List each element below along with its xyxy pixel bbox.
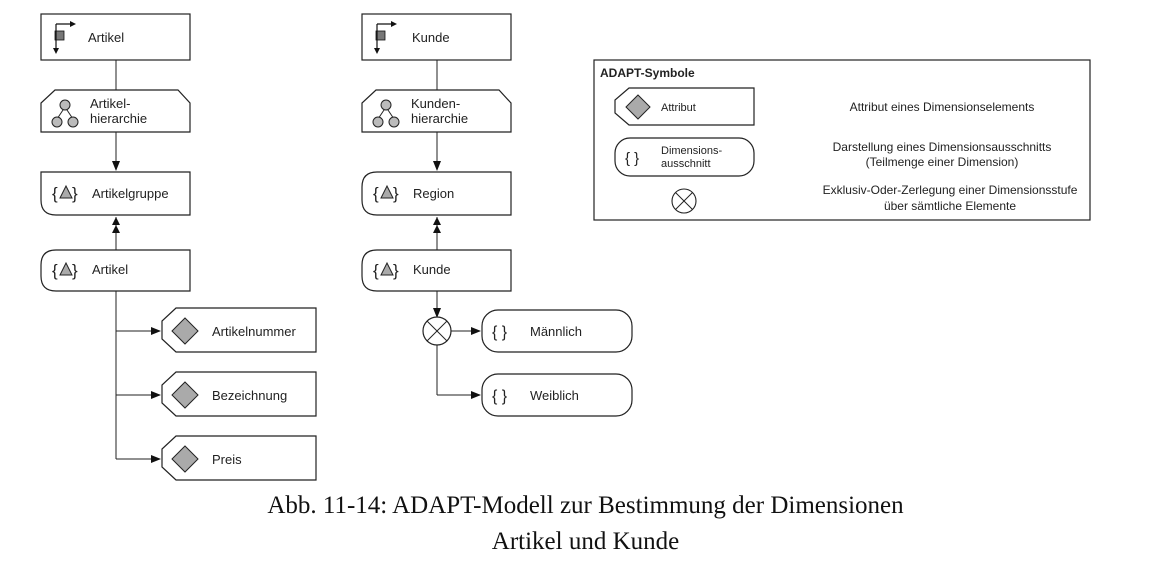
dimension-icon xyxy=(53,21,76,54)
attribute-icon xyxy=(171,445,199,473)
svg-text:}: } xyxy=(393,184,399,203)
hierarchy-label-line2: hierarchie xyxy=(411,111,468,126)
attribute-icon xyxy=(171,317,199,345)
legend-symbol-label: Attribut xyxy=(661,102,696,114)
legend-symbol-label: ausschnitt xyxy=(661,158,711,170)
level-icon: { } xyxy=(52,261,78,280)
scope-icon: { } xyxy=(492,324,508,341)
level-label: Region xyxy=(413,186,454,201)
scope-icon: { } xyxy=(492,388,508,405)
dimension-box-kunde: Kunde xyxy=(361,13,512,61)
svg-text:}: } xyxy=(72,184,78,203)
legend-description: über sämtliche Elemente xyxy=(884,199,1016,213)
dimension-label-artikel: Artikel xyxy=(88,30,124,45)
attribute-icon xyxy=(625,94,651,120)
hierarchy-label-line1: Artikel- xyxy=(90,96,130,111)
hierarchy-label-line2: hierarchie xyxy=(90,111,147,126)
svg-text:}: } xyxy=(72,261,78,280)
legend-symbol-label: Dimensions- xyxy=(661,145,722,157)
legend-attribute-symbol: Attribut xyxy=(614,87,755,126)
attribute-icon xyxy=(171,381,199,409)
legend-description: Attribut eines Dimensionselements xyxy=(850,100,1035,114)
scope-box-maennlich: { } Männlich xyxy=(481,309,633,353)
xor-icon xyxy=(422,316,452,346)
level-label: Artikel xyxy=(92,262,128,277)
svg-text:{: { xyxy=(373,184,379,203)
attribute-box: Preis xyxy=(161,435,317,481)
scope-icon: { } xyxy=(625,150,639,167)
scope-label: Weiblich xyxy=(530,388,579,403)
svg-text:{: { xyxy=(52,184,58,203)
hierarchy-icon xyxy=(51,99,79,128)
hierarchy-label-line1: Kunden- xyxy=(411,96,460,111)
level-box-kunde: { } Kunde xyxy=(361,249,512,292)
svg-text:}: } xyxy=(393,261,399,280)
attribute-box: Bezeichnung xyxy=(161,371,317,417)
legend: ADAPT-Symbole Attribut Attribut eines Di… xyxy=(593,59,1091,221)
caption-line2: Artikel und Kunde xyxy=(491,528,680,555)
hierarchy-box-kunde: Kunden- hierarchie xyxy=(361,89,512,133)
legend-description: Exklusiv-Oder-Zerlegung einer Dimensions… xyxy=(823,183,1078,197)
legend-description: Darstellung eines Dimensionsausschnitts xyxy=(833,140,1052,154)
hierarchy-box-artikel: Artikel- hierarchie xyxy=(40,89,191,133)
legend-description: (Teilmenge einer Dimension) xyxy=(866,155,1019,169)
level-box-artikel: { } Artikel xyxy=(40,249,191,292)
dimension-icon xyxy=(374,21,397,54)
attribute-box: Artikelnummer xyxy=(161,307,317,353)
attribute-label: Bezeichnung xyxy=(212,388,287,403)
svg-text:{: { xyxy=(52,261,58,280)
level-icon: { } xyxy=(52,184,78,203)
level-label: Kunde xyxy=(413,262,451,277)
level-label: Artikelgruppe xyxy=(92,186,169,201)
level-box-artikelgruppe: { } Artikelgruppe xyxy=(40,171,191,216)
level-icon: { } xyxy=(373,261,399,280)
attribute-label: Preis xyxy=(212,452,242,467)
dimension-label-kunde: Kunde xyxy=(412,30,450,45)
caption-line1: Abb. 11-14: ADAPT-Modell zur Bestimmung … xyxy=(267,492,904,519)
svg-text:{: { xyxy=(373,261,379,280)
legend-title: ADAPT-Symbole xyxy=(600,66,695,80)
legend-scope-symbol: { } Dimensions- ausschnitt xyxy=(614,137,755,177)
attribute-label: Artikelnummer xyxy=(212,324,296,339)
scope-label: Männlich xyxy=(530,324,582,339)
level-box-region: { } Region xyxy=(361,171,512,216)
dimension-box-artikel: Artikel xyxy=(40,13,191,61)
legend-xor-icon xyxy=(671,188,697,214)
hierarchy-icon xyxy=(372,99,400,128)
level-icon: { } xyxy=(373,184,399,203)
scope-box-weiblich: { } Weiblich xyxy=(481,373,633,417)
